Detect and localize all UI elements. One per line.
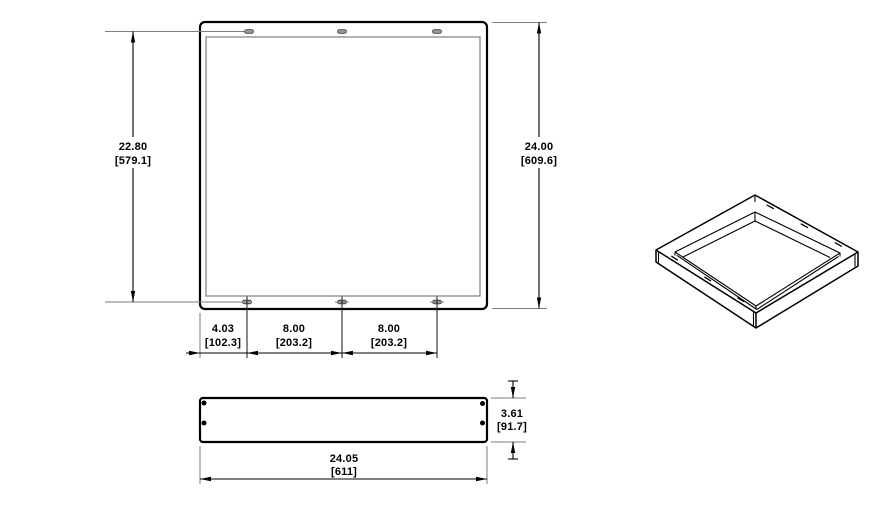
iso-inner-wall-edge bbox=[756, 256, 839, 310]
dim-value-mm: [203.2] bbox=[371, 337, 407, 349]
arrowhead-left-icon bbox=[247, 350, 258, 356]
iso-inner-wall-edge bbox=[682, 220, 756, 258]
arrowhead-down-icon bbox=[510, 387, 516, 398]
dim-value-inches: 4.03 bbox=[212, 323, 234, 335]
front-outer-outline bbox=[198, 20, 489, 311]
dim-value-mm: [91.7] bbox=[497, 421, 527, 433]
dim-value-inches: 8.00 bbox=[283, 323, 305, 335]
arrowhead-down-icon bbox=[130, 291, 136, 302]
arrowhead-up-icon bbox=[510, 442, 516, 453]
slot-icon bbox=[432, 29, 442, 34]
dim-value-inches: 24.00 bbox=[525, 141, 554, 153]
front-inner-outline bbox=[205, 36, 481, 297]
arrowhead-up-icon bbox=[130, 31, 136, 43]
dim-value-mm: [102.3] bbox=[205, 337, 241, 349]
front-view: 22.80 [579.1] 24.00 [609.6] bbox=[105, 20, 557, 358]
dim-slot-span-vertical: 22.80 [579.1] bbox=[105, 31, 244, 303]
arrowhead-up-icon bbox=[536, 22, 542, 34]
arrowhead-left-icon bbox=[342, 350, 353, 356]
slot-icon bbox=[337, 29, 347, 34]
dim-value-mm: [609.6] bbox=[521, 155, 557, 167]
dim-value-inches: 8.00 bbox=[378, 323, 400, 335]
iso-slot-marks-right bbox=[766, 204, 843, 247]
dim-thickness: 3.61 [91.7] bbox=[491, 380, 527, 460]
dim-overall-height: 24.00 [609.6] bbox=[492, 22, 557, 309]
hole-icon bbox=[201, 400, 207, 406]
arrowhead-right-icon bbox=[476, 476, 487, 482]
slot-icon bbox=[671, 255, 679, 261]
side-outline bbox=[198, 396, 489, 444]
slot-icon bbox=[800, 223, 809, 229]
slot-icon bbox=[737, 297, 745, 303]
arrowhead-left-icon bbox=[200, 476, 211, 482]
front-top-slots bbox=[244, 29, 442, 34]
dim-value-mm: [611] bbox=[331, 466, 357, 478]
hole-icon bbox=[201, 420, 207, 426]
arrowhead-right-icon bbox=[189, 350, 200, 356]
hole-icon bbox=[480, 420, 485, 426]
iso-slot-marks-left bbox=[671, 255, 745, 303]
arrowhead-down-icon bbox=[536, 297, 542, 309]
dim-value-inches: 24.05 bbox=[330, 453, 359, 465]
dim-overall-width: 24.05 [611] bbox=[199, 446, 488, 484]
slot-icon bbox=[244, 29, 254, 34]
dim-value-mm: [579.1] bbox=[115, 155, 151, 167]
arrowhead-right-icon bbox=[331, 350, 342, 356]
iso-inner-wall-edge bbox=[676, 254, 758, 310]
dim-value-mm: [203.2] bbox=[276, 337, 312, 349]
isometric-view bbox=[655, 194, 859, 329]
dim-bottom-slot-chain: 4.03 [102.3] 8.00 [203.2] 8.00 [203.2] bbox=[186, 296, 438, 358]
arrowhead-right-icon bbox=[426, 350, 437, 356]
slot-icon bbox=[704, 276, 712, 282]
slot-icon bbox=[766, 204, 775, 210]
dim-value-inches: 3.61 bbox=[501, 408, 523, 420]
dim-value-inches: 22.80 bbox=[119, 141, 148, 153]
bottom-view: 24.05 [611] 3.61 [91.7] bbox=[198, 380, 527, 484]
hole-icon bbox=[480, 401, 485, 406]
slot-icon bbox=[834, 242, 843, 247]
iso-inner-wall-edge bbox=[754, 220, 831, 258]
side-holes bbox=[201, 400, 485, 426]
